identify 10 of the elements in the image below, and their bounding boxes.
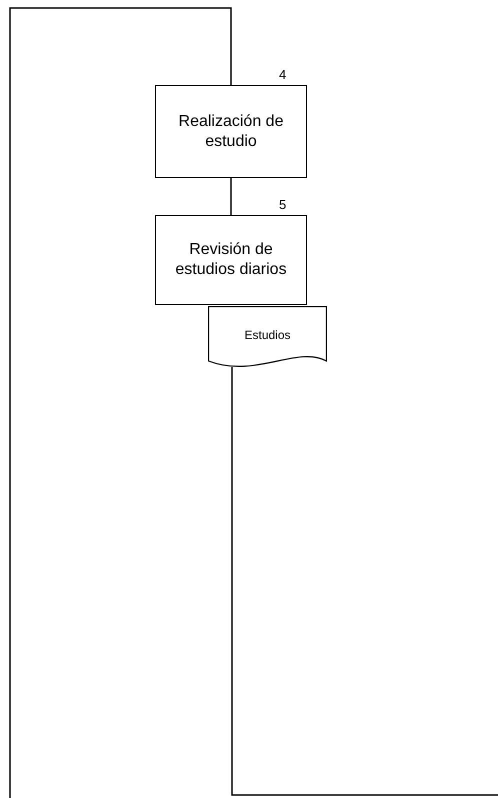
process-box [155, 215, 307, 305]
step-number: 5 [279, 197, 286, 212]
step-number: 4 [279, 67, 286, 82]
process-label: Realización de estudio [178, 112, 284, 152]
connector-line [9, 7, 232, 798]
process-box [155, 85, 307, 178]
document-label: Estudios [244, 328, 291, 342]
connector-line [231, 367, 498, 796]
process-label: Revisión de estudios diarios [174, 240, 288, 280]
connector-line [230, 178, 232, 215]
